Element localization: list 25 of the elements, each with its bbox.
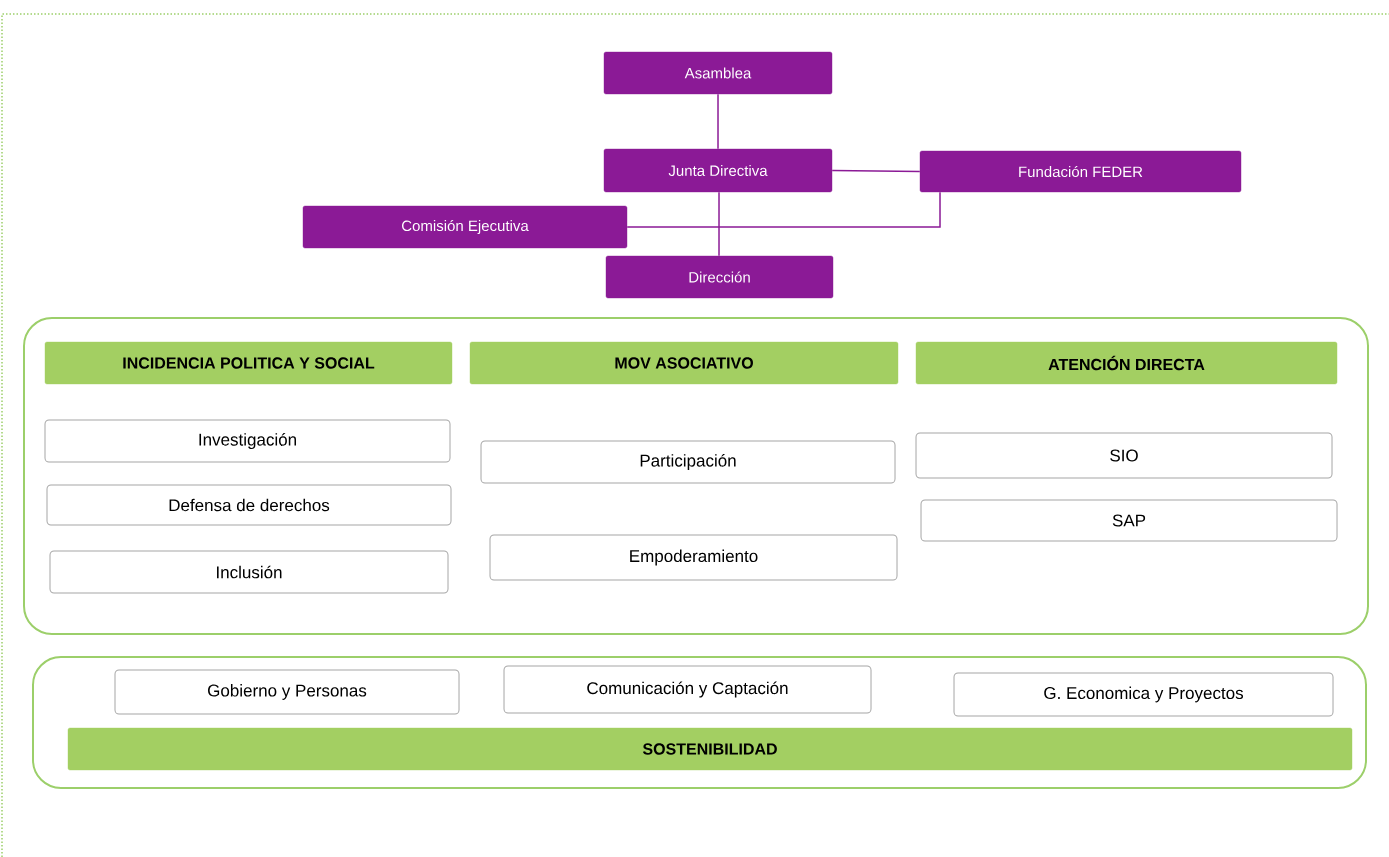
connector-line <box>626 191 941 228</box>
item-box: Defensa de derechos <box>46 484 452 526</box>
item-box: G. Economica y Proyectos <box>953 672 1334 717</box>
panel-frame <box>32 656 1367 789</box>
item-box: Comunicación y Captación <box>503 665 872 714</box>
org-box: Comisión Ejecutiva <box>302 205 628 249</box>
panel-frame <box>23 317 1369 635</box>
category-header: SOSTENIBILIDAD <box>67 727 1353 771</box>
category-header: ATENCIÓN DIRECTA <box>915 341 1338 385</box>
connector-line <box>831 169 921 173</box>
item-box: SIO <box>915 432 1333 479</box>
item-box: Participación <box>480 440 896 484</box>
item-box: Investigación <box>44 419 451 463</box>
item-box: Inclusión <box>49 550 449 594</box>
connector-line <box>718 191 720 257</box>
connector-line <box>717 93 719 150</box>
item-box: Empoderamiento <box>489 534 898 581</box>
org-box: Dirección <box>605 255 834 299</box>
item-box: Gobierno y Personas <box>114 669 460 715</box>
org-box: Asamblea <box>603 51 833 95</box>
org-box: Junta Directiva <box>603 148 833 193</box>
category-header: MOV ASOCIATIVO <box>469 341 899 385</box>
item-box: SAP <box>920 499 1338 542</box>
category-header: INCIDENCIA POLITICA Y SOCIAL <box>44 341 453 385</box>
org-box: Fundación FEDER <box>919 150 1242 193</box>
